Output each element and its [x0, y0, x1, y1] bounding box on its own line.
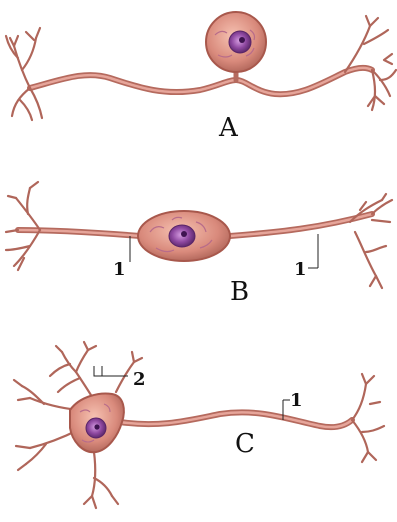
neuron-b: 1 1 B [6, 182, 392, 307]
label-c-axon: 1 [290, 390, 303, 411]
label-b-process-right: 1 [294, 259, 307, 280]
neuron-c-axon-terminal [352, 374, 384, 462]
neuron-b-left-branches [6, 182, 40, 270]
neuron-c-cell-body [70, 394, 124, 453]
neuron-a-left-branches [6, 28, 42, 120]
label-neuron-a: A [218, 113, 239, 143]
neuron-b-right-branches [350, 194, 392, 288]
neuron-a-cell-body [206, 12, 266, 72]
label-neuron-c: C [235, 429, 255, 459]
pointer-c-dendrites [94, 366, 128, 376]
neuron-c-axon [120, 412, 352, 427]
label-b-process-left: 1 [113, 259, 126, 280]
neuron-a-right-branches [345, 16, 396, 110]
label-neuron-b: B [230, 277, 249, 307]
neuron-a: A [6, 12, 396, 143]
label-c-dendrites: 2 [133, 369, 146, 390]
neuron-c: 2 1 C [14, 342, 384, 508]
neuron-a-axon [30, 62, 372, 94]
neuron-b-cell-body [138, 211, 230, 261]
